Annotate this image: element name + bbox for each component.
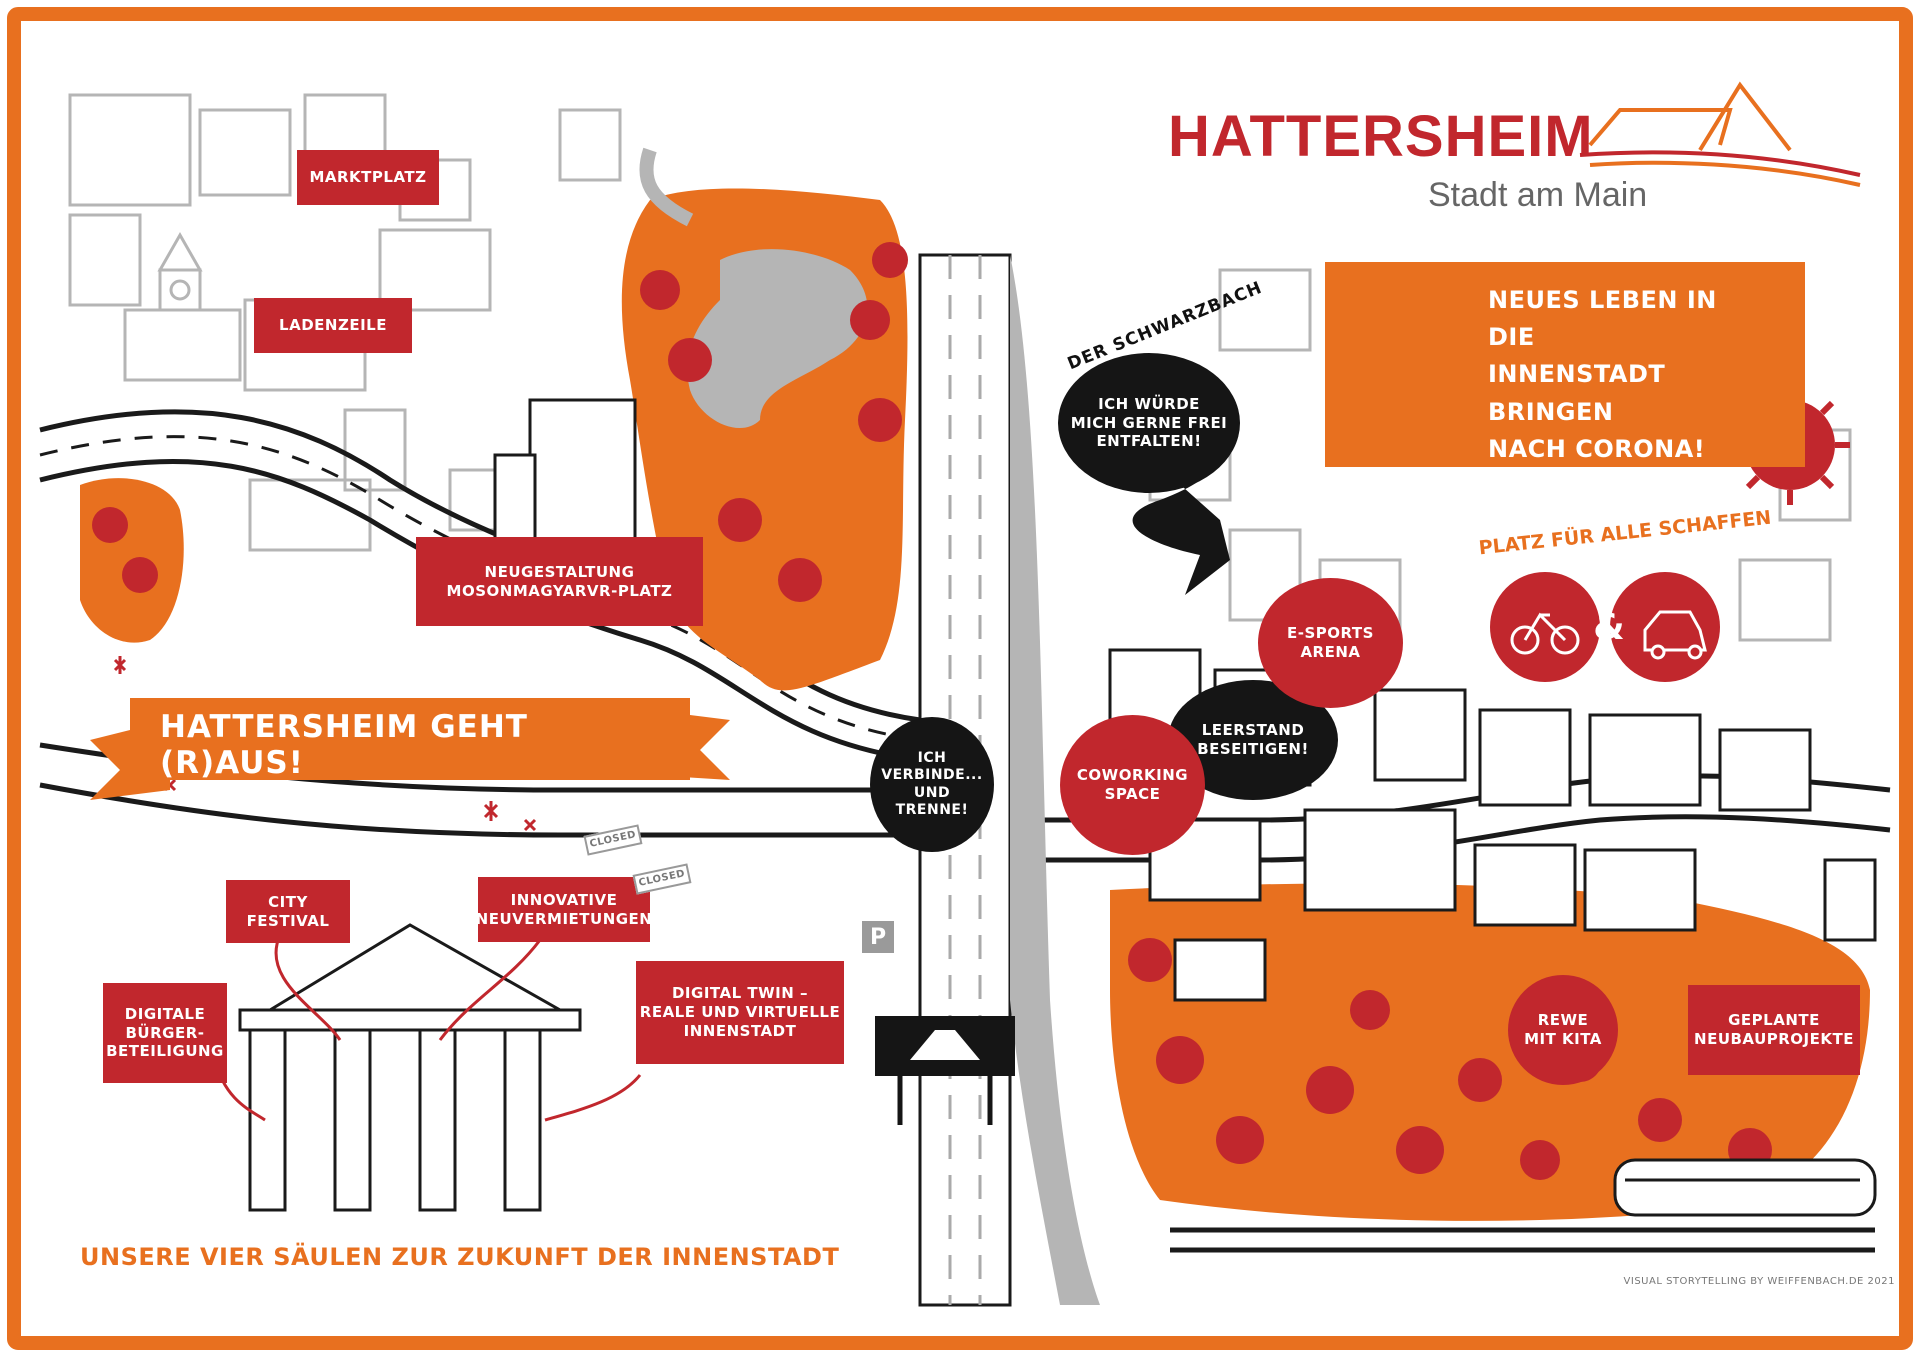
red-stars [113,656,537,832]
parking-sign-icon: P [862,921,894,953]
highway-sign [875,1016,1015,1125]
logo-title: HATTERSHEIM [1168,104,1594,169]
banner-text: HATTERSHEIM GEHT (R)AUS! [160,709,528,781]
footer-title: UNSERE VIER SÄULEN ZUR ZUKUNFT DER INNEN… [80,1243,840,1271]
corona-message-box [1325,262,1805,467]
car-circle [1610,572,1720,682]
label-innovative: INNOVATIVE NEUVERMIETUNGEN [476,877,652,942]
circle-rewe-kita: REWE MIT KITA [1508,975,1618,1085]
label-ladenzeile: LADENZEILE [254,298,412,353]
label-geplante-neubauprojekte: GEPLANTE NEUBAUPROJEKTE [1688,985,1860,1075]
corona-message: NEUES LEBEN IN DIE INNENSTADT BRINGEN NA… [1488,286,1717,463]
house-outline-icon [1579,81,1861,187]
train [1170,1158,1877,1253]
church-drawing [123,231,242,382]
bicycle-icon [1510,612,1580,655]
label-city-festival: CITY FESTIVAL [226,880,350,943]
banner-ribbon [90,698,730,800]
speech-bubble-verbinde: ICH VERBINDE... UND TRENNE! [870,717,994,852]
car-icon [1643,610,1707,660]
orange-area-right [1110,883,1870,1221]
credit-line: VISUAL STORYTELLING BY WEIFFENBACH.DE 20… [1623,1276,1895,1287]
label-digital-twin: DIGITAL TWIN – REALE UND VIRTUELLE INNEN… [636,961,844,1064]
bike-circle [1490,572,1600,682]
park-trees [640,242,908,602]
outer-frame [7,7,1913,1350]
circle-esports-arena: E-SPORTS ARENA [1258,578,1403,708]
tall-building [493,398,637,552]
lake [687,249,868,429]
ampersand-connector: & [1593,606,1625,648]
river-arrow [1130,440,1230,595]
circle-coworking-space: COWORKING SPACE [1060,715,1205,855]
label-digitale: DIGITALE BÜRGER- BETEILIGUNG [103,983,227,1083]
buildings-right [1108,648,1877,1002]
pillar-connectors [213,934,642,1122]
label-neugestaltung: NEUGESTALTUNG MOSONMAGYARVR-PLATZ [416,537,703,626]
speech-bubble-schwarzbach: ICH WÜRDE MICH GERNE FREI ENTFALTEN! [1058,353,1240,493]
pillars-building [238,923,582,1212]
logo-subtitle: Stadt am Main [1428,176,1648,214]
label-marktplatz: MARKTPLATZ [297,150,439,205]
